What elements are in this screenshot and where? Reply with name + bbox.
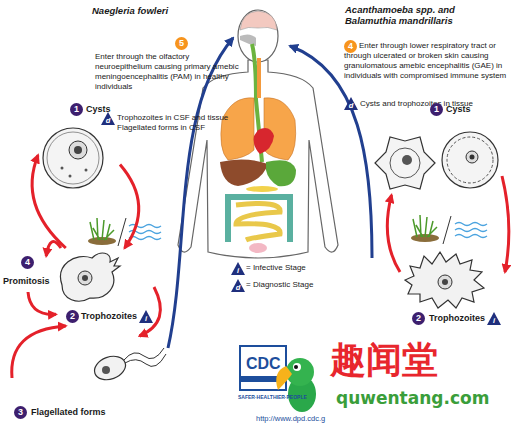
stage-node: 3 Flagellated forms bbox=[12, 336, 162, 420]
trophozoite-drawing bbox=[438, 275, 452, 289]
stage-number: 2 bbox=[412, 312, 425, 325]
cycle-arrow bbox=[12, 326, 66, 378]
human-body bbox=[240, 11, 277, 30]
route-note: Enter through the olfactory neuroepithel… bbox=[95, 52, 247, 92]
cyst-drawing bbox=[69, 175, 72, 178]
legend-text: = Diagnostic Stage bbox=[246, 280, 313, 290]
trophozoite-drawing bbox=[78, 271, 92, 285]
watermark: quwentang.com bbox=[336, 388, 489, 408]
stage-node: 2 Trophozoitesi bbox=[400, 248, 505, 328]
stage-number: 4 bbox=[21, 256, 34, 269]
environment-icon bbox=[88, 215, 487, 246]
cycle-arrow bbox=[502, 176, 509, 272]
environment-icon bbox=[90, 218, 114, 240]
diagnostic-note: Flagellated forms in CSF bbox=[117, 123, 205, 133]
human-body bbox=[246, 186, 278, 192]
cycle-arrow bbox=[120, 164, 139, 248]
human-body bbox=[221, 98, 254, 160]
route-note: Enter through lower respiratory tract or… bbox=[344, 41, 508, 81]
infective-marker: i bbox=[487, 312, 501, 325]
legend-marker: i bbox=[231, 262, 245, 275]
stage-node: 1Cysts bbox=[372, 100, 502, 195]
environment-icon bbox=[118, 218, 126, 246]
logo-text: CDC bbox=[246, 355, 281, 373]
flagellate-drawing bbox=[124, 348, 164, 360]
cyst-drawing bbox=[442, 132, 498, 188]
human-body bbox=[266, 160, 296, 186]
environment-icon bbox=[413, 215, 437, 237]
logo-slogan: SAFER·HEALTHIER·PEOPLE bbox=[238, 394, 307, 400]
diagnostic-marker: d bbox=[344, 97, 358, 110]
cycle-arrow bbox=[387, 195, 400, 272]
watermark: 趣闻堂 bbox=[330, 340, 438, 380]
human-body bbox=[220, 159, 268, 186]
diagnostic-note: Trophozoites in CSF and tissue bbox=[117, 113, 228, 123]
stage-number: 2 bbox=[66, 310, 79, 323]
stage-node: 2Trophozoitesi bbox=[56, 248, 154, 326]
stage-node: 1Cysts bbox=[38, 100, 120, 192]
cycle-arrow bbox=[140, 287, 161, 336]
diagnostic-marker: d bbox=[101, 112, 115, 125]
stage-number: 1 bbox=[70, 103, 83, 116]
flagellate-drawing bbox=[125, 354, 166, 366]
source-url: http://www.dpd.cdc.g bbox=[256, 414, 325, 423]
stage-label: Trophozoites bbox=[429, 312, 485, 325]
organism-title: Naegleria fowleri bbox=[92, 5, 212, 16]
watermark-parrot bbox=[293, 363, 301, 371]
trophozoite-drawing bbox=[405, 252, 484, 308]
cyst-drawing bbox=[47, 132, 99, 184]
cycle-arrow bbox=[46, 242, 61, 256]
cyst-drawing bbox=[402, 155, 412, 165]
legend-marker: d bbox=[231, 279, 245, 292]
trophozoite-drawing bbox=[442, 279, 448, 285]
environment-icon bbox=[129, 225, 161, 240]
stage-label: Trophozoites bbox=[81, 310, 137, 323]
stage-label: Cysts bbox=[446, 103, 471, 116]
flagellate-drawing bbox=[102, 366, 110, 374]
trophozoite-drawing bbox=[61, 252, 484, 308]
flagellate-drawing bbox=[91, 348, 166, 384]
stage-number: 1 bbox=[430, 103, 443, 116]
infection-arrow bbox=[168, 38, 372, 348]
cyst-drawing bbox=[447, 137, 493, 183]
trophozoite-drawing bbox=[82, 275, 88, 281]
human-body bbox=[238, 10, 278, 62]
watermark-parrot bbox=[276, 358, 316, 412]
stage-label: Cysts bbox=[86, 103, 111, 116]
environment-icon bbox=[455, 223, 487, 238]
human-body bbox=[178, 10, 338, 258]
stage-label: Flagellated forms bbox=[31, 406, 106, 419]
watermark-parrot bbox=[294, 365, 298, 369]
human-body bbox=[236, 204, 280, 240]
cycle-arrow bbox=[28, 292, 56, 314]
organism-title: Acanthamoeba spp. and Balamuthia mandril… bbox=[345, 4, 463, 26]
cyst-drawing bbox=[69, 141, 87, 159]
flagellate-drawing bbox=[91, 352, 129, 384]
cyst-drawing bbox=[466, 151, 478, 163]
cycle-arrow bbox=[32, 155, 66, 248]
cyst-drawing bbox=[375, 137, 435, 189]
infection-arrow bbox=[168, 38, 233, 348]
human-body bbox=[254, 128, 274, 154]
legend-text: = Infective Stage bbox=[246, 263, 306, 273]
step-number: 5 bbox=[175, 37, 188, 50]
cyst-drawing bbox=[390, 148, 420, 178]
human-body bbox=[257, 58, 261, 98]
cyst-drawing bbox=[43, 128, 103, 188]
stage-node: 4Promitosis bbox=[2, 256, 54, 292]
cyst-drawing bbox=[43, 128, 498, 189]
trophozoite-drawing bbox=[61, 253, 120, 301]
human-body bbox=[249, 243, 267, 253]
infective-marker: i bbox=[139, 310, 153, 323]
cyst-drawing bbox=[470, 155, 475, 160]
cyst-drawing bbox=[74, 146, 82, 154]
stage-label: Promitosis bbox=[3, 275, 50, 288]
cyst-drawing bbox=[61, 167, 64, 170]
cyst-drawing bbox=[85, 169, 88, 172]
stage-number: 3 bbox=[14, 406, 27, 419]
environment-icon bbox=[443, 216, 451, 244]
human-body bbox=[228, 197, 290, 242]
